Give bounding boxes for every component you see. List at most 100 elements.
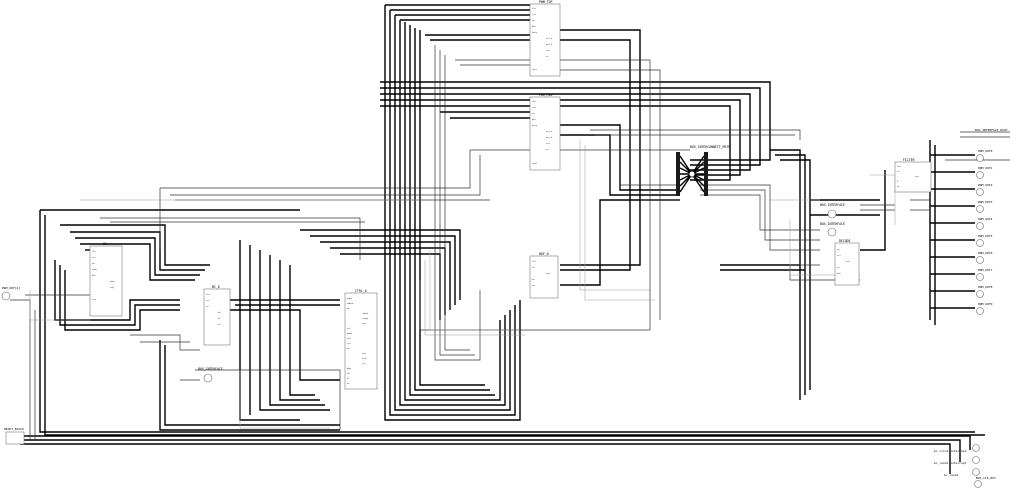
svg-text:ov: ov: [546, 56, 549, 58]
svg-text:rdata: rdata: [362, 312, 369, 315]
svg-text:o0: o0: [218, 312, 221, 314]
svg-text:in: in: [837, 249, 840, 251]
port-bc-reset[interactable]: bc_reset: [944, 468, 980, 478]
svg-text:out: out: [915, 175, 920, 178]
port-bus-clk-rst[interactable]: BUS_CLK_RST: [974, 476, 997, 488]
svg-text:sync: sync: [532, 69, 538, 71]
svg-text:rst: rst: [347, 342, 352, 345]
port-bc-reset-interrupt[interactable]: bc_reset_interrupt: [934, 456, 980, 466]
svg-text:en: en: [837, 267, 840, 269]
svg-text:PWM_OUT5: PWM_OUT5: [978, 234, 993, 238]
block-decode[interactable]: DECODE in sel out en ack: [834, 239, 860, 286]
svg-text:ready: ready: [362, 318, 369, 320]
svg-text:din: din: [532, 119, 537, 121]
block-bc6[interactable]: BC_6 clk rst in o0 o1 o2: [203, 285, 231, 346]
svg-text:BUS_INTERFACE_ROOT: BUS_INTERFACE_ROOT: [975, 128, 1008, 132]
port-pwm-out3[interactable]: PWM_OUT3: [976, 200, 993, 213]
svg-text:stat: stat: [362, 357, 368, 360]
svg-text:clk: clk: [897, 166, 902, 168]
svg-text:bc_reset_interrupt: bc_reset_interrupt: [934, 461, 967, 465]
block-bus-interconnect[interactable]: BUS_INTERCONNECT_MSTR: [676, 145, 730, 196]
block-label: BUS_INTERCONNECT_MSTR: [690, 145, 730, 149]
svg-text:PWM_OUT7: PWM_OUT7: [978, 268, 993, 272]
right-output-ports: PWM_OUT0 PWM_OUT1 PWM_OUT2 PWM_OUT3 PWM_…: [976, 149, 993, 315]
svg-text:duty: duty: [532, 124, 538, 127]
svg-text:rst: rst: [206, 299, 211, 302]
svg-text:en: en: [532, 113, 535, 115]
svg-text:PWM_OUT3: PWM_OUT3: [978, 200, 993, 204]
block-bus-interface-b[interactable]: BUS_INTERFACE: [820, 222, 845, 237]
port-pwm-out6[interactable]: PWM_OUT6: [976, 251, 993, 264]
block-bus-interface-c[interactable]: BUS_INTERFACE: [198, 367, 223, 383]
svg-text:sync: sync: [532, 163, 538, 165]
svg-text:PWM_OUT0: PWM_OUT0: [978, 149, 993, 153]
block-u1[interactable]: U1 clk rst we addr din dout rdy irq: [89, 242, 123, 317]
port-pwm-out9[interactable]: PWM_OUT9: [976, 302, 993, 315]
svg-text:addr: addr: [92, 269, 98, 271]
svg-text:BUS_INTERFACE: BUS_INTERFACE: [820, 222, 845, 226]
block-bus-interface-a[interactable]: BUS_INTERFACE: [820, 203, 845, 219]
port-pwm-out0[interactable]: PWM_OUT0: [976, 149, 993, 162]
port-pwm-out4[interactable]: PWM_OUT4: [976, 217, 993, 230]
svg-text:out: out: [546, 272, 551, 275]
svg-text:in: in: [897, 171, 900, 173]
svg-text:PWM_OUT2: PWM_OUT2: [978, 183, 993, 187]
svg-text:rdy: rdy: [110, 287, 115, 289]
block-label: BUF_0: [539, 252, 549, 256]
svg-text:clk: clk: [532, 261, 537, 263]
port-bus-root[interactable]: BUS_INTERFACE_ROOT: [975, 128, 1008, 132]
svg-text:out_b: out_b: [546, 43, 553, 46]
svg-text:en: en: [532, 20, 535, 22]
svg-text:bc_clock_interrupt: bc_clock_interrupt: [934, 449, 967, 453]
svg-text:o1: o1: [347, 378, 350, 380]
svg-text:k: k: [897, 181, 899, 183]
svg-text:ack: ack: [837, 273, 842, 275]
svg-text:PWM_OUT8: PWM_OUT8: [978, 285, 993, 289]
block-ctrl0[interactable]: CTRL_0 addr wdata we rdata ready irq sel…: [344, 289, 378, 390]
block-pwm-top[interactable]: PWM_TOP clk rst en din duty out_a out_b …: [529, 0, 561, 77]
svg-text:din: din: [92, 275, 97, 277]
reset-block[interactable]: RESET_BLOCK: [4, 427, 25, 445]
svg-text:dout: dout: [110, 280, 116, 283]
svg-text:ov: ov: [546, 149, 549, 151]
svg-text:PWM_OUT9: PWM_OUT9: [978, 302, 993, 306]
block-pwm-mid[interactable]: PWM_MID clk rst en din duty out_a out_b …: [529, 93, 561, 171]
port-pwm-out5[interactable]: PWM_OUT5: [976, 234, 993, 247]
thick-wires: [20, 4, 985, 474]
svg-text:we: we: [92, 263, 95, 265]
svg-text:mode: mode: [347, 333, 353, 335]
svg-text:cfg: cfg: [362, 353, 367, 355]
svg-text:out_a: out_a: [546, 37, 553, 40]
port-bc-clock-interrupt[interactable]: bc_clock_interrupt: [934, 444, 980, 454]
port-pwm-out1[interactable]: PWM_OUT1: [976, 166, 993, 179]
faint-wires: [29, 140, 900, 429]
svg-text:oe: oe: [532, 285, 535, 287]
block-filter[interactable]: FILTER clk in out k en: [894, 158, 932, 193]
svg-text:clk: clk: [532, 8, 537, 10]
svg-text:duty: duty: [532, 31, 538, 34]
block-label: FILTER: [903, 158, 915, 162]
svg-text:PWM_OUT[4]: PWM_OUT[4]: [2, 286, 20, 290]
svg-text:bc_reset: bc_reset: [944, 473, 959, 477]
svg-text:o0: o0: [347, 373, 350, 375]
svg-text:PWM_OUT6: PWM_OUT6: [978, 251, 993, 255]
svg-text:BUS_CLK_RST: BUS_CLK_RST: [976, 476, 996, 480]
port-pwm-out2[interactable]: PWM_OUT2: [976, 183, 993, 196]
block-label: PWM_MID: [539, 93, 553, 97]
svg-text:out: out: [846, 260, 851, 263]
svg-text:BUS_INTERFACE: BUS_INTERFACE: [820, 203, 845, 207]
svg-text:rst: rst: [92, 256, 97, 259]
block-buf0[interactable]: BUF_0 clk in out en oe: [529, 252, 559, 299]
svg-text:irq: irq: [362, 323, 367, 325]
svg-text:en: en: [532, 279, 535, 281]
port-pwm-out8[interactable]: PWM_OUT8: [976, 285, 993, 298]
svg-text:out_b: out_b: [546, 136, 553, 139]
block-label: BC_6: [212, 285, 220, 289]
block-label: CTRL_0: [355, 289, 367, 293]
port-pwm-in[interactable]: PWM_OUT[4]: [1, 286, 20, 301]
thin-wires: [10, 45, 1010, 440]
port-pwm-out7[interactable]: PWM_OUT7: [976, 268, 993, 281]
svg-text:din: din: [532, 26, 537, 28]
svg-text:RESET_BLOCK: RESET_BLOCK: [4, 427, 24, 431]
